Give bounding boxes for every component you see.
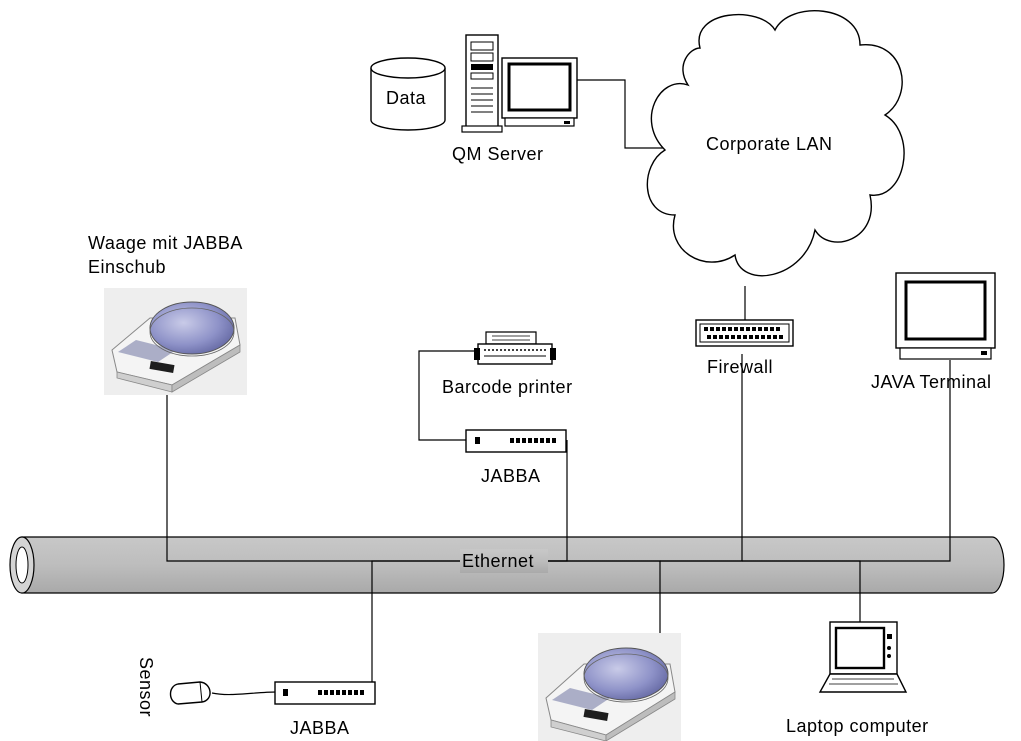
sensor-label: Sensor	[136, 657, 156, 717]
server-computer-icon: QM Server	[452, 34, 578, 164]
scale-top-label-line1: Waage mit JABBA	[88, 233, 243, 253]
ethernet-label: Ethernet	[462, 551, 534, 571]
connection-wires	[166, 79, 951, 696]
corporate-lan-label: Corporate LAN	[706, 134, 833, 154]
sensor-icon: Sensor	[136, 657, 211, 717]
barcode-printer-label: Barcode printer	[442, 377, 573, 397]
scale-top-icon: Waage mit JABBA Einschub	[88, 233, 247, 395]
firewall-label: Firewall	[707, 357, 773, 377]
java-terminal-label: JAVA Terminal	[871, 372, 992, 392]
firewall-icon: Firewall	[695, 319, 794, 377]
terminal-monitor-icon: JAVA Terminal	[871, 272, 996, 392]
scale-bottom-icon	[538, 633, 681, 741]
laptop-label: Laptop computer	[786, 716, 929, 736]
barcode-printer-icon: Barcode printer	[442, 331, 573, 397]
corporate-lan-cloud: Corporate LAN	[646, 10, 905, 277]
data-label: Data	[386, 88, 427, 108]
jabba-top-hub-icon: JABBA	[465, 429, 567, 486]
laptop-icon: Laptop computer	[786, 621, 929, 736]
ethernet-label-bg	[460, 549, 548, 573]
jabba-bottom-hub-icon: JABBA	[274, 681, 376, 738]
jabba-top-label: JABBA	[481, 466, 541, 486]
qm-server-label: QM Server	[452, 144, 544, 164]
jabba-bottom-label: JABBA	[290, 718, 350, 738]
scale-top-label-line2: Einschub	[88, 257, 166, 277]
database-icon: Data	[370, 57, 446, 131]
